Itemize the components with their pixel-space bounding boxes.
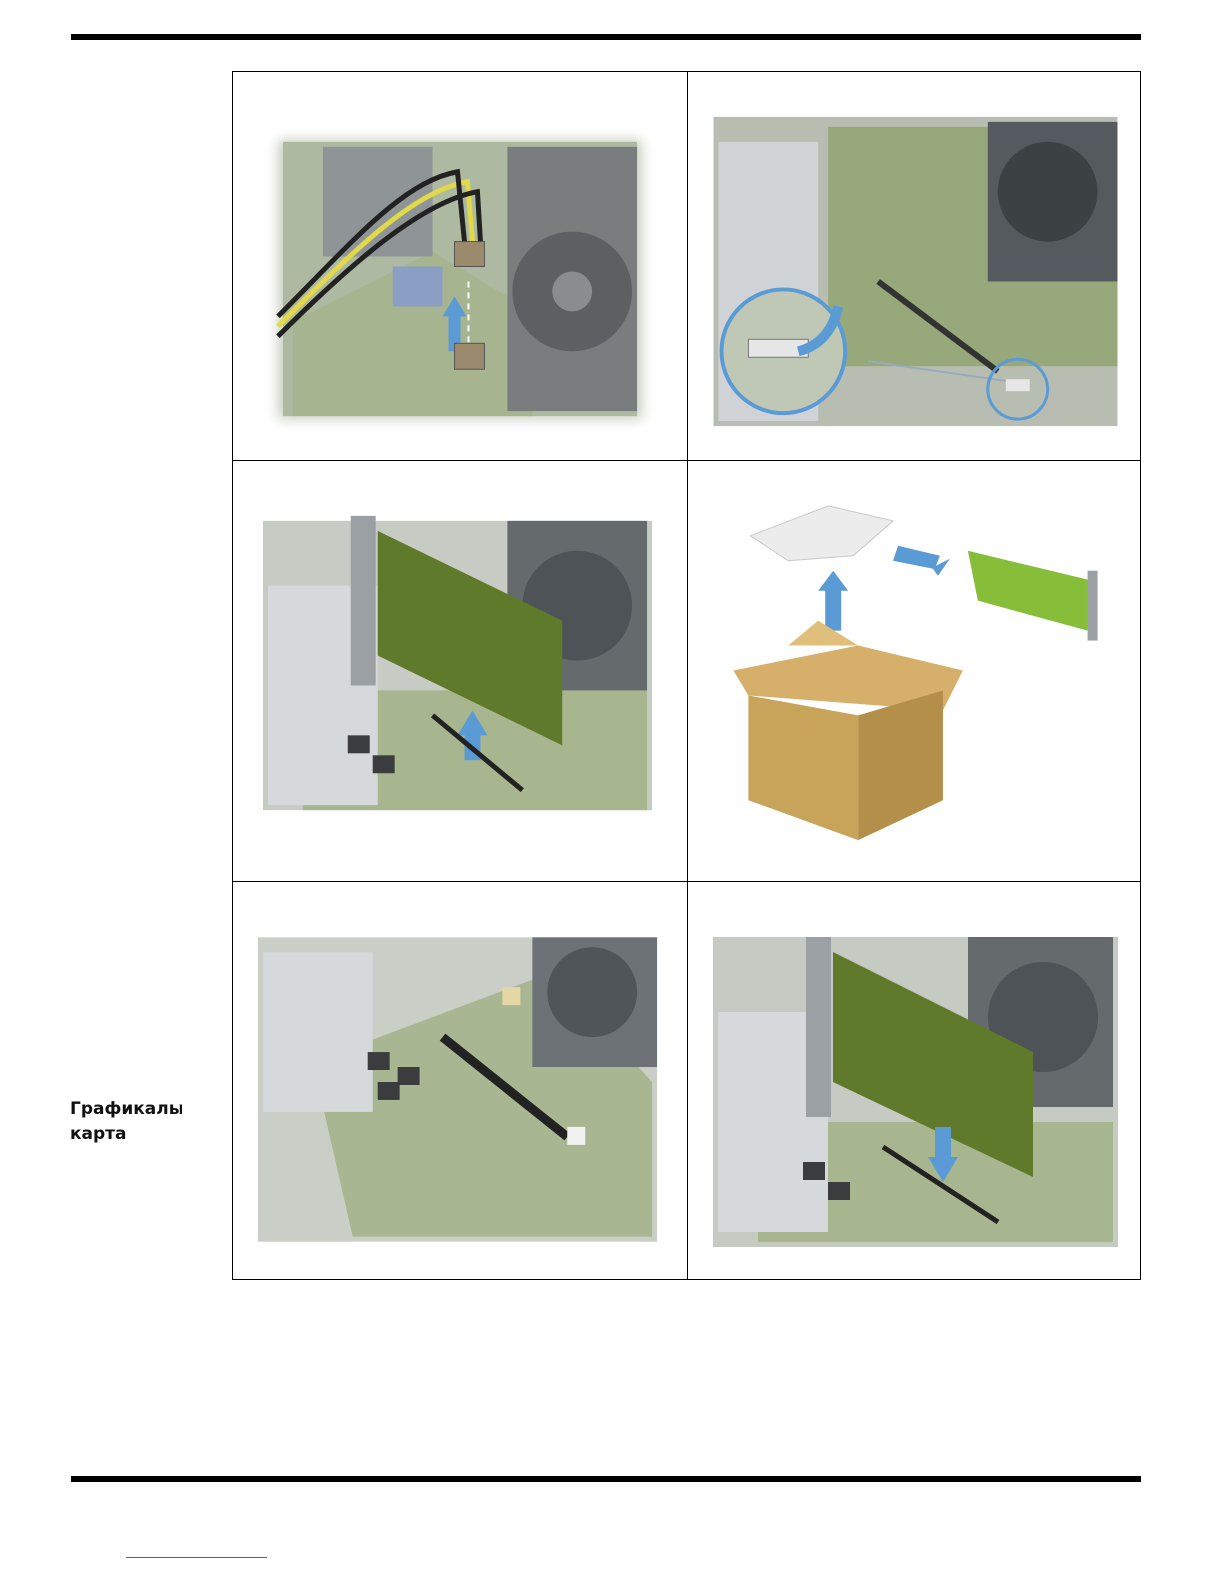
power-cable-illustration — [233, 72, 687, 460]
figure-install-graphics-card — [688, 882, 1140, 1279]
figure-grid — [232, 71, 1141, 1280]
unbox-card-illustration — [688, 461, 1140, 881]
install-card-illustration — [688, 882, 1140, 1279]
empty-slot-illustration — [233, 882, 687, 1279]
figure-remove-graphics-card — [233, 461, 688, 882]
figure-unbox-new-card — [688, 461, 1140, 882]
figure-power-cable-connector — [233, 72, 688, 461]
figure-empty-pcie-slot — [233, 882, 688, 1279]
latch-illustration — [688, 72, 1140, 460]
footer-link-underline — [126, 1557, 267, 1558]
header-rule — [71, 34, 1141, 40]
footer-rule — [71, 1476, 1141, 1482]
remove-card-illustration — [233, 461, 687, 881]
figure-slot-retention-latch — [688, 72, 1140, 461]
